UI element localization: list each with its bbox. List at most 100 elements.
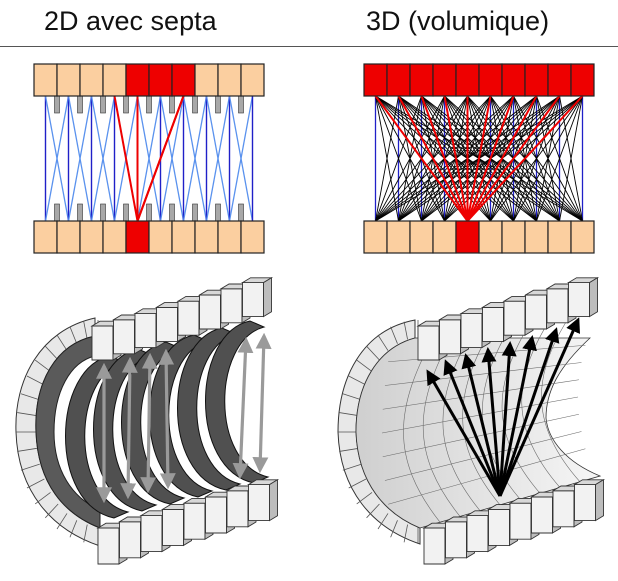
detector	[386, 220, 411, 254]
detector	[194, 63, 219, 97]
crystal-edge	[356, 359, 373, 372]
arrow-black	[498, 341, 517, 497]
detector	[33, 220, 58, 254]
detector	[455, 63, 480, 97]
lor-coincidence	[466, 95, 538, 222]
crystal-edge	[17, 412, 38, 417]
lor-cross	[67, 95, 93, 222]
detector	[102, 63, 127, 97]
panel-2d-septa	[33, 63, 265, 254]
septum	[54, 203, 60, 222]
tile-row	[382, 379, 579, 410]
crystal-block	[566, 277, 600, 318]
crystal-edge	[83, 321, 88, 340]
crystal-edge	[390, 326, 398, 344]
detector	[501, 63, 526, 97]
tile-row	[382, 413, 579, 458]
septum	[77, 203, 83, 222]
crystal-edge	[390, 520, 398, 538]
lor-oblique	[375, 95, 399, 222]
crystal-edge	[339, 412, 359, 417]
lor-coincidence	[466, 95, 515, 222]
lor-cross	[44, 95, 70, 222]
crystal-edge	[26, 478, 45, 489]
crystal-edge	[44, 503, 59, 519]
crystal-edge	[348, 478, 367, 489]
tile-column	[521, 317, 561, 488]
septum	[123, 95, 129, 114]
lor-coincidence	[420, 95, 469, 222]
crystal-edge	[342, 393, 362, 401]
lines-of-response	[44, 95, 254, 222]
crystal-edge	[377, 334, 389, 351]
septum	[123, 203, 129, 222]
detector	[501, 220, 526, 254]
lor-coincidence	[466, 95, 561, 222]
crystal-block	[572, 479, 606, 522]
detector	[148, 220, 173, 254]
crystal-edge	[26, 375, 45, 386]
septa-ring	[65, 355, 130, 519]
lor-coincidence	[374, 95, 469, 222]
detector-row-top	[33, 63, 265, 97]
header-divider	[0, 46, 618, 47]
detector	[432, 63, 457, 97]
crystal-block	[246, 479, 280, 522]
detector	[171, 63, 196, 97]
lor-cross	[90, 95, 116, 222]
septum	[169, 203, 175, 222]
septum	[146, 203, 152, 222]
lor-coincidence	[466, 95, 584, 222]
detector	[194, 220, 219, 254]
lor-oblique	[490, 95, 583, 222]
lor-cross	[205, 95, 231, 222]
crystal-edge	[403, 321, 408, 340]
lor-coincidence	[466, 95, 492, 222]
detector	[125, 220, 150, 254]
detector	[148, 63, 173, 97]
lor-cross	[182, 95, 208, 222]
septa	[54, 95, 244, 222]
septum	[192, 203, 198, 222]
detector	[478, 220, 503, 254]
detector	[125, 63, 150, 97]
detector	[217, 220, 242, 254]
arrow-black	[481, 347, 502, 497]
detector	[56, 63, 81, 97]
detector	[524, 220, 549, 254]
crystal-edge	[366, 503, 380, 519]
detector	[547, 63, 572, 97]
detector	[547, 220, 572, 254]
detector	[524, 63, 549, 97]
arrow-black	[498, 335, 537, 497]
detector	[432, 220, 457, 254]
detector	[56, 220, 81, 254]
crystal-edge	[56, 334, 68, 351]
detector-row-bottom	[33, 220, 265, 254]
arrow-black	[498, 317, 580, 497]
lor-oblique	[536, 95, 583, 222]
crystal-edge	[348, 375, 367, 386]
tile-row	[384, 362, 582, 386]
lor-oblique	[375, 95, 445, 222]
arrow-black	[498, 327, 560, 497]
tile-column	[403, 334, 441, 523]
detector	[455, 220, 480, 254]
septum	[146, 95, 152, 114]
arrow-black	[443, 359, 502, 497]
arrow-black	[426, 369, 502, 497]
detector	[79, 220, 104, 254]
detector	[363, 220, 388, 254]
detector	[409, 63, 434, 97]
lor-cross	[136, 95, 162, 222]
crystal-edge	[20, 393, 40, 401]
double-arrow-gray	[140, 352, 158, 494]
title-3d-volumique: 3D (volumique)	[366, 6, 550, 36]
crystal-edge	[69, 520, 78, 538]
detector-row-bottom	[363, 220, 595, 254]
detector	[570, 63, 595, 97]
lor-coincidence	[113, 95, 139, 222]
septum	[215, 95, 221, 114]
lor-coincidence	[443, 95, 469, 222]
